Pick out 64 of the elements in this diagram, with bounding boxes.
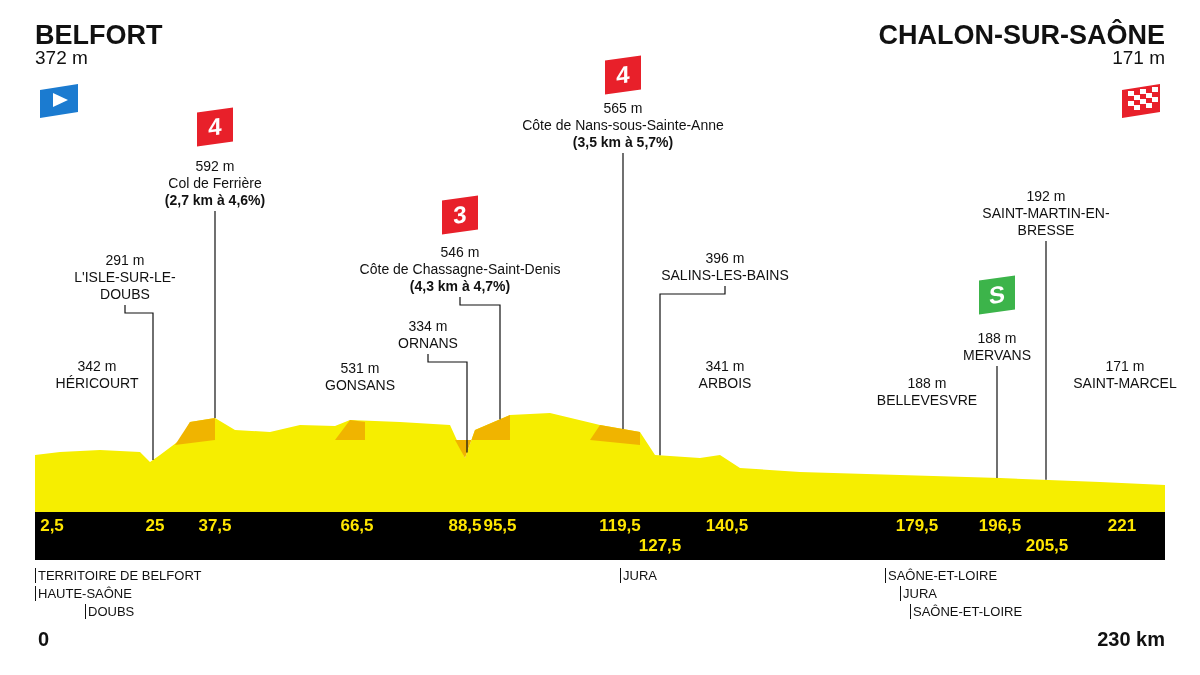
altitude-text: 565 m [602, 100, 644, 117]
place-name: ARBOIS [698, 375, 752, 392]
distance-marker: 179,5 [895, 516, 939, 536]
distance-marker: 196,5 [978, 516, 1022, 536]
altitude-text: 192 m [1025, 188, 1067, 205]
place-name: Côte de Chassagne-Saint-Denis [359, 261, 561, 278]
climb-details: (2,7 km à 4,6%) [164, 192, 266, 209]
elevation-profile-drawing [35, 413, 1165, 512]
region-name: JURA [620, 568, 657, 583]
region-name: HAUTE-SAÔNE [35, 586, 132, 601]
altitude-text: 531 m [339, 360, 381, 377]
region-name: TERRITOIRE DE BELFORT [35, 568, 202, 583]
place-name: SAINT-MARTIN-EN-BRESSE [981, 205, 1111, 239]
leader-line [124, 304, 154, 461]
distance-marker: 140,5 [705, 516, 749, 536]
distance-marker: 95,5 [483, 516, 517, 536]
distance-marker: 37,5 [198, 516, 232, 536]
altitude-text: 188 m [906, 375, 948, 392]
altitude-text: 188 m [976, 330, 1018, 347]
leader-line [996, 365, 998, 479]
distance-marker: 25 [145, 516, 165, 536]
leader-line [459, 296, 501, 420]
place-name: SALINS-LES-BAINS [661, 267, 789, 284]
leader-line [659, 285, 726, 456]
distance-marker: 2,5 [40, 516, 64, 536]
region-name: SAÔNE-ET-LOIRE [885, 568, 998, 583]
altitude-text: 342 m [76, 358, 118, 375]
place-name: MERVANS [963, 347, 1031, 364]
distance-marker: 221 [1107, 516, 1137, 536]
place-name: BELLEVESVRE [876, 392, 978, 409]
category-flag: S [979, 275, 1015, 315]
leader-line [1045, 240, 1047, 481]
altitude-text: 334 m [407, 318, 449, 335]
altitude-text: 291 m [104, 252, 146, 269]
category-flag: 4 [605, 55, 641, 95]
distance-marker: 205,5 [1025, 536, 1069, 556]
distance-marker: 66,5 [340, 516, 374, 536]
leader-line [214, 210, 216, 419]
altitude-text: 546 m [439, 244, 481, 261]
place-name: ORNANS [398, 335, 458, 352]
region-name: DOUBS [85, 604, 135, 619]
place-name: GONSANS [325, 377, 395, 394]
place-name: L'ISLE-SUR-LE-DOUBS [73, 269, 177, 303]
region-name: SAÔNE-ET-LOIRE [910, 604, 1023, 619]
altitude-text: 171 m [1104, 358, 1146, 375]
altitude-text: 592 m [194, 158, 236, 175]
distance-text: 230 km [1097, 628, 1165, 651]
climb-details: (3,5 km à 5,7%) [571, 134, 675, 151]
place-name: Col de Ferrière [167, 175, 263, 192]
altitude-text: 396 m [704, 250, 746, 267]
distance-marker: 119,5 [599, 516, 641, 536]
climb-details: (4,3 km à 4,7%) [408, 278, 512, 295]
distance-text: 0 [38, 628, 50, 651]
place-name: HÉRICOURT [55, 375, 139, 392]
place-name: Côte de Nans-sous-Sainte-Anne [522, 117, 724, 134]
distance-marker: 88,5 [448, 516, 482, 536]
altitude-text: 341 m [704, 358, 746, 375]
region-name: JURA [900, 586, 937, 601]
category-flag: 3 [442, 195, 478, 235]
distance-marker: 127,5 [638, 536, 682, 556]
leader-line [427, 353, 468, 453]
leader-line [622, 152, 624, 430]
category-flag: 4 [197, 107, 233, 147]
place-name: SAINT-MARCEL [1073, 375, 1177, 392]
